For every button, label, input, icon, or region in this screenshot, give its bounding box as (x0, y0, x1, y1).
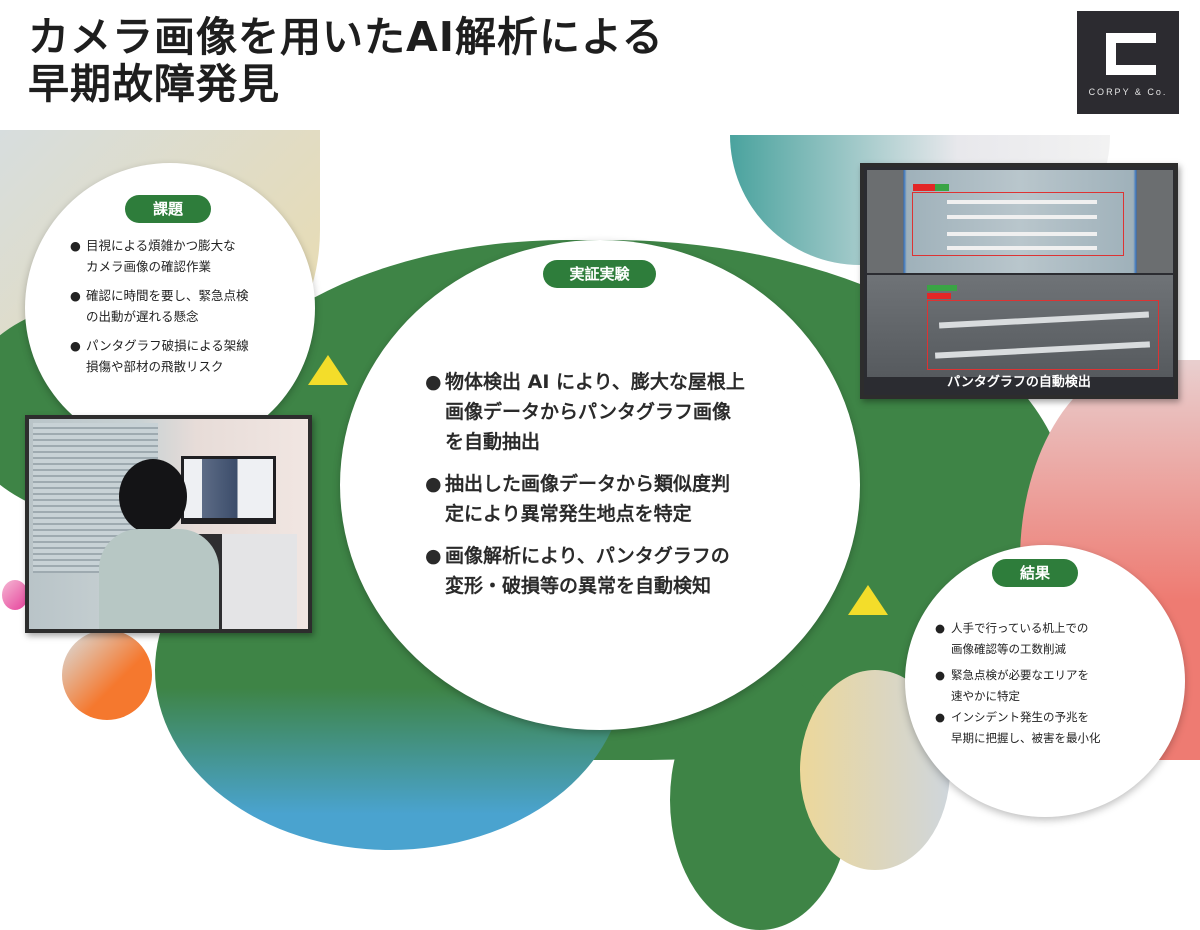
page-title-line1: カメラ画像を用いたAI解析による (28, 13, 664, 61)
detection-tag (927, 293, 951, 299)
detection-caption: パンタグラフの自動検出 (947, 375, 1091, 390)
detection-frame-bottom (867, 275, 1173, 377)
pantograph-bar (947, 246, 1097, 250)
detection-frame-top (867, 170, 1173, 273)
page-title: カメラ画像を用いたAI解析による 早期故障発見 (28, 14, 664, 108)
pantograph-detection-image: パンタグラフの自動検出 (860, 163, 1178, 399)
bg-pink-circle (2, 580, 28, 610)
experiment-label: 実証実験 (543, 260, 656, 288)
results-list: 人手で行っている机上での 画像確認等の工数削減 緊急点検が必要なエリアを 速やか… (935, 618, 1101, 749)
results-item: 人手で行っている机上での 画像確認等の工数削減 (935, 618, 1101, 660)
experiment-list: 物体検出 AI により、膨大な屋根上 画像データからパンタグラフ画像 を自動抽出… (425, 367, 745, 601)
detection-box (927, 300, 1159, 370)
bg-orange-circle (62, 630, 152, 720)
pantograph-bar (947, 200, 1097, 204)
results-circle: 結果 人手で行っている机上での 画像確認等の工数削減 緊急点検が必要なエリアを … (905, 545, 1185, 817)
detection-tag (913, 184, 935, 191)
issues-item: パンタグラフ破損による架線 損傷や部材の飛散リスク (70, 335, 249, 377)
page-title-line2: 早期故障発見 (28, 60, 280, 108)
person-body (99, 529, 219, 629)
issues-item: 目視による煩雑かつ膨大な カメラ画像の確認作業 (70, 235, 249, 277)
pantograph-bar (947, 232, 1097, 236)
logo-text: CORPY & Co. (1088, 87, 1168, 97)
operator-photo (25, 415, 312, 633)
experiment-item: 抽出した画像データから類似度判 定により異常発生地点を特定 (425, 469, 745, 529)
detection-tag-score (927, 285, 957, 291)
yellow-triangle-2 (848, 585, 888, 615)
issues-list: 目視による煩雑かつ膨大な カメラ画像の確認作業 確認に時間を要し、緊急点検 の出… (70, 235, 249, 377)
person-head (119, 459, 187, 534)
monitor (181, 456, 276, 524)
issues-item: 確認に時間を要し、緊急点検 の出動が遅れる懸念 (70, 285, 249, 327)
yellow-triangle-1 (308, 355, 348, 385)
issues-label: 課題 (125, 195, 211, 223)
results-label: 結果 (992, 559, 1078, 587)
company-logo: CORPY & Co. (1077, 11, 1179, 114)
pantograph-bar (947, 215, 1097, 219)
issues-circle: 課題 目視による煩雑かつ膨大な カメラ画像の確認作業 確認に時間を要し、緊急点検… (25, 163, 315, 453)
detection-box (912, 192, 1124, 256)
experiment-item: 物体検出 AI により、膨大な屋根上 画像データからパンタグラフ画像 を自動抽出 (425, 367, 745, 457)
experiment-circle: 実証実験 物体検出 AI により、膨大な屋根上 画像データからパンタグラフ画像 … (340, 240, 860, 730)
experiment-item: 画像解析により、パンタグラフの 変形・破損等の異常を自動検知 (425, 541, 745, 601)
detection-tag-score (935, 184, 949, 191)
results-item: インシデント発生の予兆を 早期に把握し、被害を最小化 (935, 707, 1101, 749)
logo-c-icon (1106, 33, 1156, 75)
results-item: 緊急点検が必要なエリアを 速やかに特定 (935, 665, 1101, 707)
